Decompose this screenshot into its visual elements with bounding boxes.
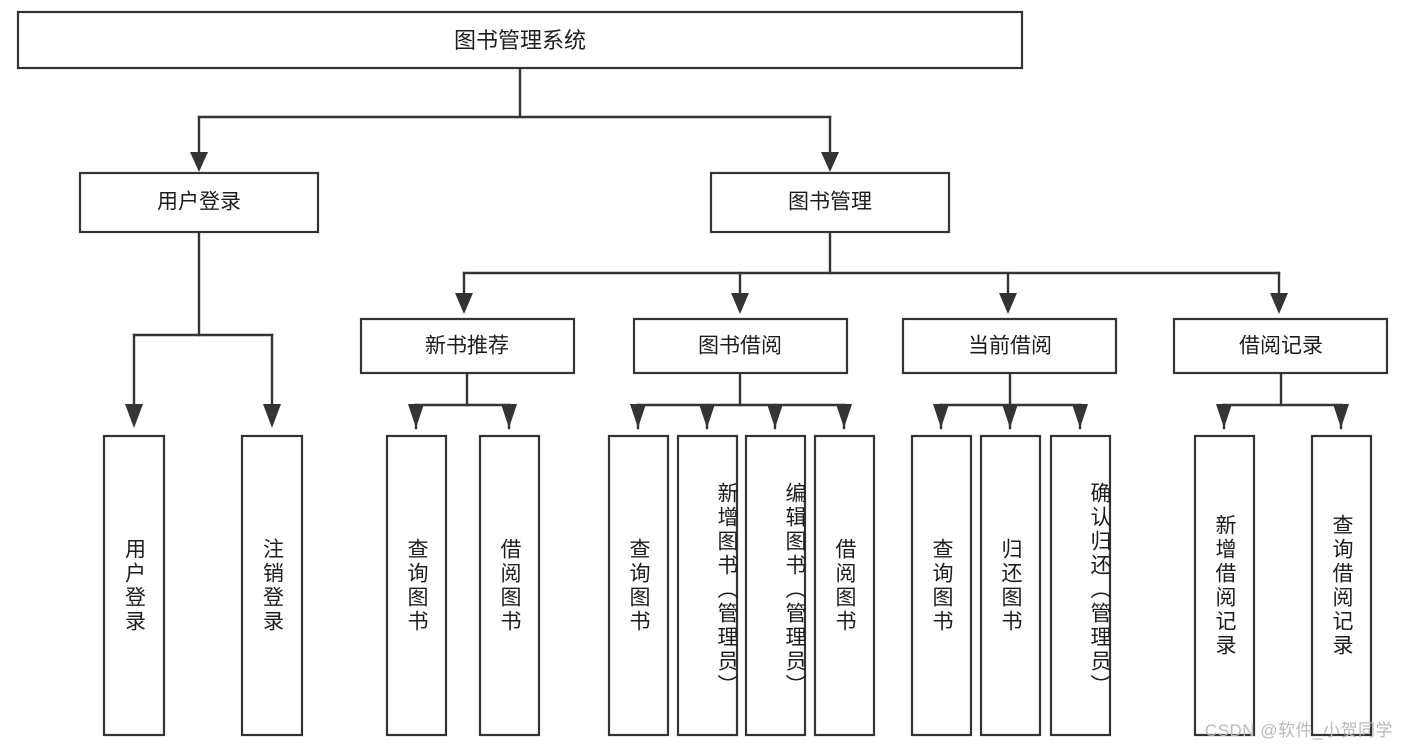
node-book-borrow-box[interactable] <box>632 317 849 375</box>
node-book-manage-box[interactable] <box>709 171 951 234</box>
arrowhead-borrowrecord <box>1270 293 1288 314</box>
arrowhead-leaf-edit-book <box>767 404 783 428</box>
arrowhead-leaf-query-book-c <box>933 404 949 428</box>
node-leaf-add-record-box[interactable] <box>1193 434 1256 737</box>
arrowhead-leaf-logout <box>263 404 281 428</box>
node-current-borrow-box[interactable] <box>901 317 1118 375</box>
node-user-login-label: 用户登录 <box>157 191 241 214</box>
arrowhead-leaf-query-book-b <box>630 404 646 428</box>
arrowhead-leaf-borrow-book-a <box>501 404 517 428</box>
node-book-manage-label: 图书管理 <box>788 191 872 214</box>
node-leaf-add-book-box[interactable] <box>676 434 739 737</box>
arrowhead-leaf-user-login <box>125 404 143 428</box>
node-leaf-return-book-box[interactable] <box>979 434 1042 737</box>
arrowhead-leaf-borrow-book-b <box>836 404 852 428</box>
node-root-box[interactable] <box>16 10 1024 70</box>
arrowhead-book-manage <box>821 152 839 172</box>
node-leaf-borrow-book-a-box[interactable] <box>478 434 541 737</box>
node-root-label: 图书管理系统 <box>454 28 586 53</box>
node-leaf-edit-book-box[interactable] <box>744 434 807 737</box>
node-leaf-confirm-return-box[interactable] <box>1049 434 1112 737</box>
arrowhead-user-login <box>190 152 208 172</box>
node-current-borrow-label: 当前借阅 <box>968 335 1052 358</box>
arrowhead-leaf-return-book <box>1002 404 1018 428</box>
node-leaf-query-record-box[interactable] <box>1310 434 1373 737</box>
node-layer: 图书管理系统 用户登录 图书管理 新书推荐 图书借阅 当前借阅 借阅记录 <box>16 10 1389 737</box>
arrowhead-leaf-add-book <box>699 404 715 428</box>
node-borrow-record-label: 借阅记录 <box>1239 335 1323 358</box>
node-leaf-user-login-box[interactable] <box>102 434 166 737</box>
arrowhead-leaf-confirm-return <box>1072 404 1088 428</box>
arrowhead-newbook <box>455 293 473 314</box>
arrowhead-leaf-query-record <box>1333 404 1349 428</box>
arrowhead-layer <box>125 152 1349 428</box>
node-book-borrow-label: 图书借阅 <box>698 335 782 358</box>
node-new-book-rec-box[interactable] <box>359 317 576 375</box>
node-new-book-rec-label: 新书推荐 <box>425 335 509 358</box>
node-leaf-borrow-book-b-box[interactable] <box>813 434 876 737</box>
node-borrow-record-box[interactable] <box>1172 317 1389 375</box>
node-user-login-box[interactable] <box>78 171 320 234</box>
node-leaf-query-book-b-box[interactable] <box>607 434 670 737</box>
node-leaf-logout-box[interactable] <box>240 434 304 737</box>
arrowhead-bookborrow <box>731 293 749 314</box>
arrowhead-leaf-query-book-a <box>408 404 424 428</box>
arrowhead-leaf-add-record <box>1216 404 1232 428</box>
node-leaf-query-book-a-box[interactable] <box>385 434 448 737</box>
watermark-text: CSDN @软件_小贺同学 <box>1204 721 1393 740</box>
node-leaf-query-book-c-box[interactable] <box>910 434 973 737</box>
arrowhead-currentborrow <box>999 293 1017 314</box>
